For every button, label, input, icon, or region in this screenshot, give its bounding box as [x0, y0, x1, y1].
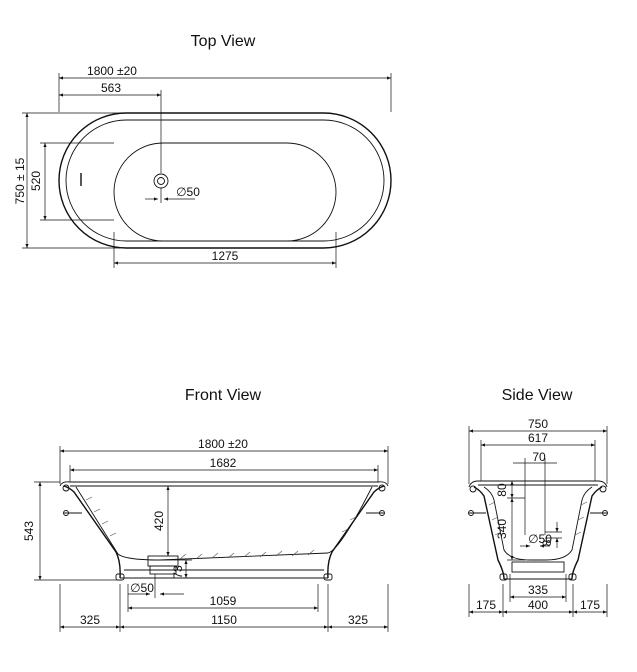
- top-dim-inner-length: 1275: [113, 232, 337, 268]
- top-inner-length-label: 1275: [212, 249, 239, 263]
- top-inner-width-label: 520: [29, 171, 43, 191]
- side-dim-waste-offset: 70: [513, 450, 557, 535]
- side-waste-diameter-label: ∅50: [528, 532, 552, 546]
- front-dim-height: 543: [22, 481, 118, 581]
- front-dim-rim-length: 1682: [69, 456, 379, 482]
- side-dim-inner-depth: 340: [495, 498, 525, 561]
- side-dim-rim-depth: 80: [495, 480, 525, 499]
- front-dim-waste-height: 73: [150, 559, 192, 579]
- top-dim-overall-width: 750 ± 15: [13, 112, 120, 249]
- front-dim-waste-diameter: ∅50: [128, 574, 184, 598]
- side-base-inner-label: 335: [528, 583, 548, 597]
- side-view-outline: [468, 480, 608, 581]
- front-overall-length-label: 1800 ±20: [198, 437, 248, 451]
- side-shell-hatch: [488, 501, 588, 536]
- side-waste-offset-label: 70: [532, 450, 546, 464]
- front-view-title: Front View: [185, 387, 262, 404]
- front-inner-depth-label: 420: [152, 511, 166, 531]
- side-base-width-label: 400: [528, 598, 548, 612]
- side-dim-small: 8: [540, 522, 562, 548]
- side-dim-bottom-chain: 175 400 175: [468, 584, 608, 617]
- top-dim-waste-diameter: ∅50: [145, 185, 200, 203]
- top-overall-width-label: 750 ± 15: [13, 157, 27, 204]
- top-view-title: Top View: [191, 33, 256, 50]
- front-height-label: 543: [22, 521, 36, 541]
- front-rim-length-label: 1682: [210, 456, 237, 470]
- front-dim-inner-depth: 420: [152, 486, 170, 556]
- side-dim-waste-diameter: ∅50: [520, 532, 552, 548]
- front-base-width-label: 1150: [211, 613, 237, 627]
- side-inner-depth-label: 340: [495, 519, 509, 539]
- front-left-overhang-label: 325: [80, 613, 100, 627]
- top-waste-offset-label: 563: [101, 81, 121, 95]
- side-right-overhang-label: 175: [580, 598, 600, 612]
- front-dim-base-length: 1059: [127, 584, 319, 612]
- side-small-dim-label: 8: [540, 539, 554, 546]
- top-dim-waste-offset: 563: [59, 81, 162, 173]
- front-base-length-label: 1059: [210, 594, 237, 608]
- side-dim-base-inner: 335: [509, 574, 567, 602]
- side-left-overhang-label: 175: [476, 598, 496, 612]
- front-dim-overall-length: 1800 ±20: [59, 437, 389, 484]
- front-right-overhang-label: 325: [348, 613, 368, 627]
- side-rim-depth-label: 80: [495, 483, 509, 497]
- side-view: Side View: [468, 387, 608, 617]
- side-overall-width-label: 750: [528, 417, 548, 431]
- front-dim-bottom-chain: 325 1150 325: [59, 584, 389, 632]
- top-view: Top View 1800 ±20 563: [13, 33, 392, 268]
- side-rim-width-label: 617: [528, 431, 548, 445]
- top-dim-inner-width: 520: [29, 142, 114, 221]
- front-waste-diameter-label: ∅50: [130, 581, 154, 595]
- side-dim-rim-width: 617: [480, 431, 596, 481]
- top-dim-overall-length: 1800 ±20: [58, 64, 392, 112]
- front-view-outline: [59, 481, 389, 581]
- side-dim-overall-width: 750: [468, 417, 608, 484]
- top-waste-diameter-label: ∅50: [176, 185, 200, 199]
- front-waste-height-label: 73: [171, 565, 185, 579]
- front-base-hatch: [85, 496, 357, 560]
- front-view: Front View: [22, 387, 389, 632]
- top-view-outline: [58, 112, 392, 249]
- side-view-title: Side View: [502, 387, 573, 404]
- top-overall-length-label: 1800 ±20: [87, 64, 137, 78]
